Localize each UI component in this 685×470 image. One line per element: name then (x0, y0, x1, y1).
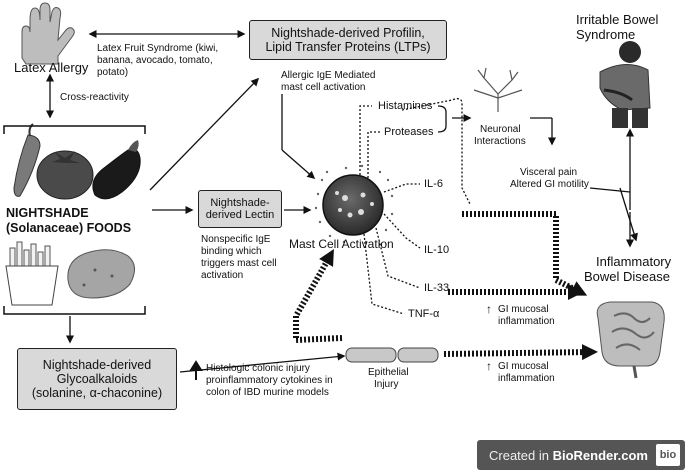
mast-cell-icon (322, 174, 384, 236)
ibs-line1: Irritable Bowel (576, 12, 659, 27)
glyco-box-line2: Glycoalkaloids (56, 372, 138, 386)
fries-icon (5, 241, 59, 306)
hand-icon (21, 2, 75, 65)
gi-upper-arrow: ↑ (486, 302, 492, 316)
histologic-line3: colon of IBD murine models (206, 387, 329, 398)
histologic-line1: Histologic colonic injury (206, 363, 310, 374)
ibd-line1: Inflammatory (596, 254, 672, 269)
nightshade-foods-line2: (Solanaceae) FOODS (6, 221, 132, 235)
lectin-box-line2: derived Lectin (205, 209, 275, 221)
tomato-icon (36, 150, 94, 200)
biorender-badge[interactable]: Created in BioRender.com bio (477, 440, 685, 470)
neuron-icon (473, 67, 523, 112)
cytokine-tnf: TNF-α (408, 308, 440, 320)
connector-arrows (46, 30, 638, 373)
profilin-box-line1: Nightshade-derived Profilin, (271, 26, 425, 40)
increase-arrow-icon (189, 360, 203, 380)
cytokine-il33: IL-33 (424, 282, 450, 294)
glycoalkaloids-box: Nightshade-derived Glycoalkaloids (solan… (17, 348, 177, 410)
neuronal-line1: Neuronal (480, 124, 521, 135)
visceral-line1: Visceral pain (520, 167, 578, 178)
neuronal-line2: Interactions (474, 136, 526, 147)
profilin-box-line2: Lipid Transfer Proteins (LTPs) (265, 40, 431, 54)
nonspecific-ige-line1: Nonspecific IgE (201, 234, 271, 245)
foods-bracket (3, 125, 146, 315)
biorender-logo-icon: bio (655, 444, 680, 466)
mediator-brace (437, 105, 447, 133)
nonspecific-ige-line3: triggers mast cell (201, 258, 277, 269)
epithelial-line2: Injury (374, 379, 399, 390)
thick-dashed-arrows (293, 211, 598, 361)
allergic-ige-line1: Allergic IgE Mediated (281, 70, 376, 81)
proteases-label: Proteases (384, 126, 434, 138)
cytokine-il10: IL-10 (424, 244, 450, 256)
intestine-icon (596, 301, 665, 379)
glyco-box-line1: Nightshade-derived (42, 358, 152, 372)
gi-lower-line1: GI mucosal (498, 361, 549, 372)
latex-fruit-syndrome-line2: banana, avocado, tomato, (97, 55, 213, 66)
profilin-ltp-box: Nightshade-derived Profilin, Lipid Trans… (249, 20, 447, 60)
gi-lower-line2: inflammation (498, 373, 555, 384)
latex-allergy-label: Latex Allergy (14, 60, 89, 75)
gi-upper-line2: inflammation (498, 316, 555, 327)
eggplant-icon (92, 140, 141, 200)
histologic-line2: proinflammatory cytokines in (206, 375, 333, 386)
latex-fruit-syndrome-line1: Latex Fruit Syndrome (kiwi, (97, 43, 219, 54)
nonspecific-ige-line4: activation (201, 270, 244, 281)
chili-pepper-icon (13, 123, 41, 197)
lectin-box-line1: Nightshade- (210, 197, 270, 209)
nonspecific-ige-line2: binding which (201, 246, 262, 257)
histamines-label: Histamines (378, 100, 433, 112)
glyco-box-line3: (solanine, α-chaconine) (31, 386, 163, 400)
person-icon (599, 41, 651, 128)
visceral-line2: Altered GI motility (510, 179, 589, 190)
ibd-line2: Bowel Disease (584, 269, 670, 284)
mast-cell-activation-label: Mast Cell Activation (289, 237, 394, 251)
potato-icon (67, 249, 135, 299)
latex-fruit-syndrome-line3: potato) (97, 67, 129, 78)
mediator-dotted-lines (359, 98, 471, 315)
cross-reactivity-label: Cross-reactivity (60, 92, 129, 103)
epithelial-cells (345, 347, 439, 363)
badge-prefix: Created in (489, 447, 553, 463)
epithelial-line1: Epithelial (368, 367, 409, 378)
badge-brand: BioRender.com (552, 447, 648, 463)
cytokine-il6: IL-6 (424, 178, 443, 190)
lectin-box: Nightshade- derived Lectin (198, 190, 282, 228)
gi-lower-arrow: ↑ (486, 359, 492, 373)
allergic-ige-line2: mast cell activation (281, 82, 366, 93)
gi-upper-line1: GI mucosal (498, 304, 549, 315)
nightshade-foods-line1: NIGHTSHADE (6, 206, 89, 220)
ibs-line2: Syndrome (576, 27, 636, 42)
